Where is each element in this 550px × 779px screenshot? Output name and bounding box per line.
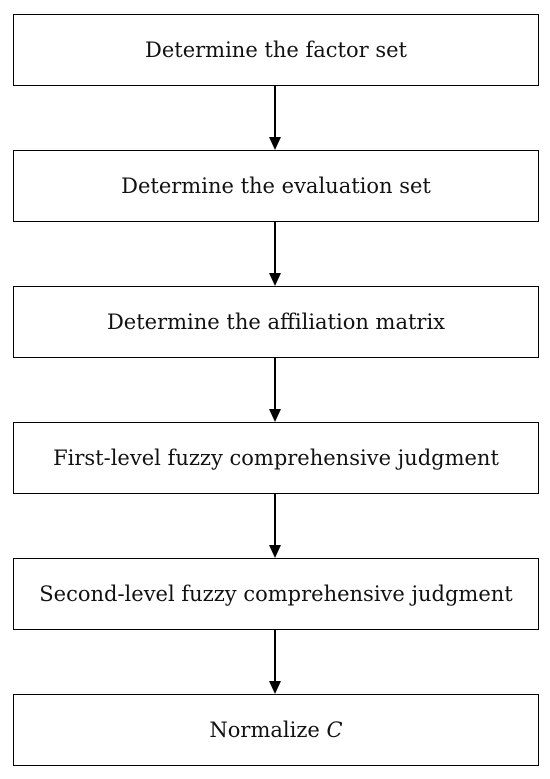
flow-step-label: Determine the affiliation matrix <box>106 310 446 334</box>
flow-step-label: Determine the factor set <box>145 38 407 62</box>
arrow-head-icon <box>269 681 281 694</box>
flow-step-label: Second-level fuzzy comprehensive judgmen… <box>39 582 513 606</box>
arrow-shaft <box>274 222 276 274</box>
flow-step-first-level-judgment: First-level fuzzy comprehensive judgment <box>13 422 539 494</box>
arrow-head-icon <box>269 273 281 286</box>
flow-step-determine-affiliation-matrix: Determine the affiliation matrix <box>13 286 539 358</box>
arrow-shaft <box>274 358 276 410</box>
flow-step-determine-factor-set: Determine the factor set <box>13 14 539 86</box>
arrow-head-icon <box>269 137 281 150</box>
flow-step-label-variable: C <box>326 718 343 742</box>
flow-step-determine-evaluation-set: Determine the evaluation set <box>13 150 539 222</box>
flow-step-label: First-level fuzzy comprehensive judgment <box>53 446 499 470</box>
flow-step-label-prefix: Normalize <box>209 718 327 742</box>
flow-step-second-level-judgment: Second-level fuzzy comprehensive judgmen… <box>13 558 539 630</box>
flow-step-normalize-c: Normalize C <box>13 694 539 766</box>
arrow-shaft <box>274 86 276 138</box>
arrow-head-icon <box>269 409 281 422</box>
arrow-shaft <box>274 494 276 546</box>
arrow-shaft <box>274 630 276 682</box>
arrow-head-icon <box>269 545 281 558</box>
flow-step-label: Determine the evaluation set <box>121 174 431 198</box>
